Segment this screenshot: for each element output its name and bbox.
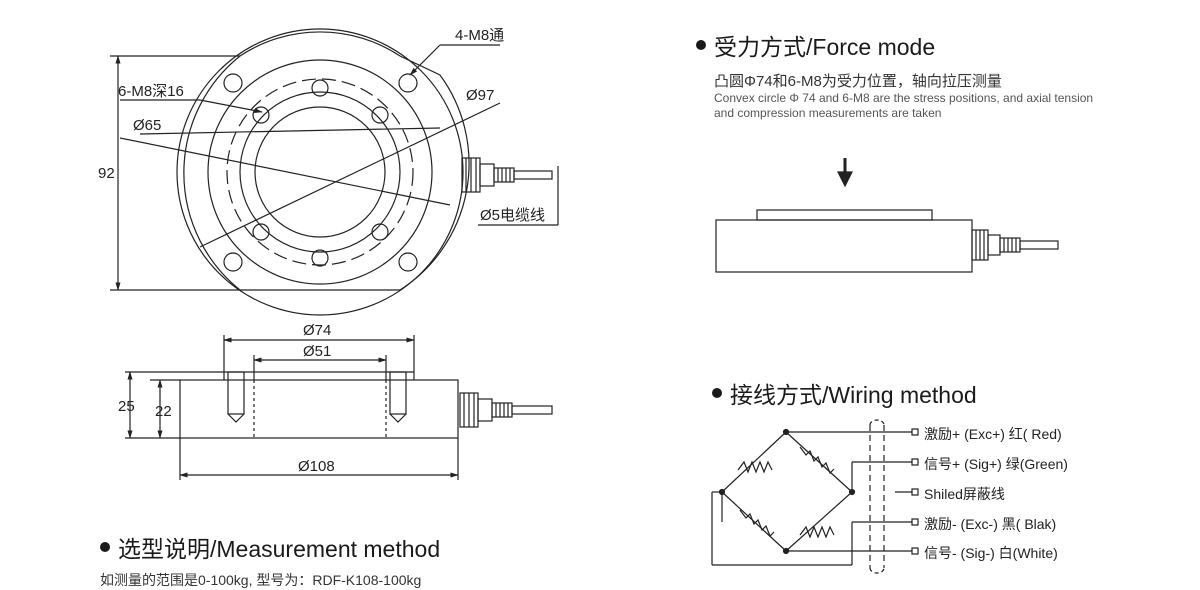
label-d97: Ø97 (466, 87, 494, 104)
resistor-3 (739, 509, 775, 538)
wiring-section: 接线方式/Wiring method (712, 376, 977, 410)
wire-label-sig-minus: 信号- (Sig-) 白(White) (924, 545, 1058, 561)
wire-label-exc-plus: 激励+ (Exc+) 红( Red) (924, 426, 1062, 442)
threaded-holes (252, 79, 389, 267)
label-h22: 22 (155, 403, 172, 420)
force-mode-desc-en-2: and compression measurements are taken (714, 106, 942, 120)
wiring-diagram (711, 419, 919, 574)
force-mode-desc-cn: 凸圆Φ74和6-M8为受力位置，轴向拉压测量 (714, 73, 1002, 90)
top-view (110, 28, 559, 316)
label-holes-depth: 6-M8深16 (118, 83, 184, 100)
label-d65: Ø65 (133, 117, 161, 134)
measurement-desc: 如测量的范围是0-100kg, 型号为：RDF-K108-100kg (100, 572, 422, 588)
top-view-labels: 4-M8通 6-M8深16 Ø97 Ø65 92 Ø5电缆线 (98, 27, 545, 224)
wiring-title-row: 接线方式/Wiring method (712, 376, 977, 410)
force-mode-desc-en-1: Convex circle Φ 74 and 6-M8 are the stre… (714, 91, 1094, 105)
measurement-title: 选型说明/Measurement method (118, 536, 441, 562)
inner-circle (239, 91, 401, 253)
label-height-92: 92 (98, 165, 115, 182)
label-holes-through: 4-M8通 (455, 27, 504, 44)
bullet-icon (100, 542, 110, 552)
label-d108: Ø108 (298, 458, 335, 475)
wire-label-shield: Shiled屏蔽线 (924, 486, 1005, 502)
force-mode-title-row: 受力方式/Force mode (696, 28, 1093, 62)
label-d74: Ø74 (303, 322, 331, 339)
resistor-4 (799, 525, 835, 539)
force-mode-title: 受力方式/Force mode (714, 34, 936, 60)
wiring-title: 接线方式/Wiring method (730, 382, 977, 408)
force-arrow-icon (837, 171, 853, 188)
bolt-circle (226, 78, 414, 266)
label-cable: Ø5电缆线 (480, 207, 545, 224)
outer-flange-outline (183, 31, 470, 291)
measurement-title-row: 选型说明/Measurement method (100, 530, 440, 564)
resistor-2 (799, 446, 835, 475)
label-d51: Ø51 (303, 343, 331, 360)
wire-label-sig-plus: 信号+ (Sig+) 绿(Green) (924, 456, 1068, 472)
force-mode-drawing (715, 158, 1059, 273)
force-mode-section: 受力方式/Force mode 凸圆Φ74和6-M8为受力位置，轴向拉压测量 C… (696, 28, 1093, 121)
bore-circle (254, 106, 386, 238)
side-view-labels: Ø74 Ø51 25 22 Ø108 (118, 322, 335, 475)
side-holes (227, 371, 407, 423)
side-body (179, 379, 459, 439)
bullet-icon (712, 388, 722, 398)
side-view (125, 335, 553, 480)
resistor-1 (737, 460, 773, 474)
outer-circle (176, 28, 464, 316)
label-h25: 25 (118, 398, 135, 415)
bullet-icon (696, 40, 706, 50)
through-holes (223, 73, 418, 272)
wire-label-exc-minus: 激励- (Exc-) 黑( Blak) (924, 516, 1057, 532)
boss-circle (207, 59, 433, 285)
measurement-section: 选型说明/Measurement method 如测量的范围是0-100kg, … (100, 530, 440, 590)
